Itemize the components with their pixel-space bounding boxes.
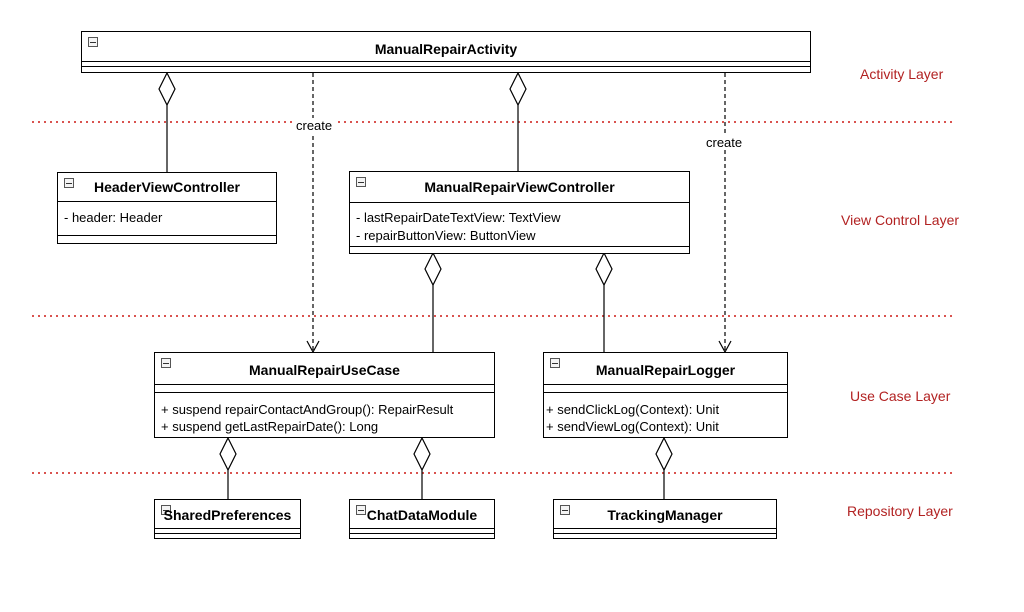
aggregation-diamond — [158, 71, 176, 107]
collapse-icon[interactable] — [161, 358, 171, 368]
class-name: SharedPreferences — [163, 507, 292, 523]
class-name: ManualRepairActivity — [374, 41, 518, 57]
create-label: create — [704, 135, 745, 150]
aggregation-diamond — [413, 436, 431, 472]
method: + sendViewLog(Context): Unit — [546, 419, 719, 434]
class-name: TrackingManager — [607, 507, 723, 523]
layer-label-view-control: View Control Layer — [841, 212, 960, 228]
attribute: - repairButtonView: ButtonView — [356, 228, 536, 243]
class-manual-repair-use-case[interactable]: ManualRepairUseCase + suspend repairCont… — [154, 352, 495, 438]
class-manual-repair-view-controller[interactable]: ManualRepairViewController - lastRepairD… — [349, 171, 690, 254]
layer-label-repository: Repository Layer — [847, 503, 953, 519]
class-chat-data-module[interactable]: ChatDataModule — [349, 499, 495, 539]
class-name: ChatDataModule — [366, 507, 478, 523]
collapse-icon[interactable] — [356, 177, 366, 187]
collapse-icon[interactable] — [88, 37, 98, 47]
collapse-icon[interactable] — [64, 178, 74, 188]
create-label: create — [294, 118, 335, 133]
method: + suspend repairContactAndGroup(): Repai… — [161, 402, 454, 417]
class-manual-repair-activity[interactable]: ManualRepairActivity — [81, 31, 811, 73]
aggregation-diamond — [595, 251, 613, 287]
collapse-icon[interactable] — [356, 505, 366, 515]
class-shared-preferences[interactable]: SharedPreferences — [154, 499, 301, 539]
class-name: ManualRepairLogger — [595, 362, 736, 378]
collapse-icon[interactable] — [161, 505, 171, 515]
class-name: HeaderViewController — [93, 179, 240, 195]
class-header-view-controller[interactable]: HeaderViewController - header: Header — [57, 172, 277, 244]
method: + sendClickLog(Context): Unit — [546, 402, 720, 417]
layer-label-activity: Activity Layer — [860, 66, 944, 82]
class-name: ManualRepairViewController — [424, 179, 615, 195]
aggregation-diamond — [219, 436, 237, 472]
collapse-icon[interactable] — [550, 358, 560, 368]
aggregation-diamond — [509, 71, 527, 107]
class-manual-repair-logger[interactable]: ManualRepairLogger + sendClickLog(Contex… — [543, 352, 788, 438]
attribute: - lastRepairDateTextView: TextView — [356, 210, 561, 225]
collapse-icon[interactable] — [560, 505, 570, 515]
layer-label-use-case: Use Case Layer — [850, 388, 951, 404]
aggregation-diamond — [424, 251, 442, 287]
class-name: ManualRepairUseCase — [249, 362, 400, 378]
method: + suspend getLastRepairDate(): Long — [161, 419, 379, 434]
class-tracking-manager[interactable]: TrackingManager — [553, 499, 777, 539]
attribute: - header: Header — [64, 210, 163, 225]
aggregation-diamond — [655, 436, 673, 472]
